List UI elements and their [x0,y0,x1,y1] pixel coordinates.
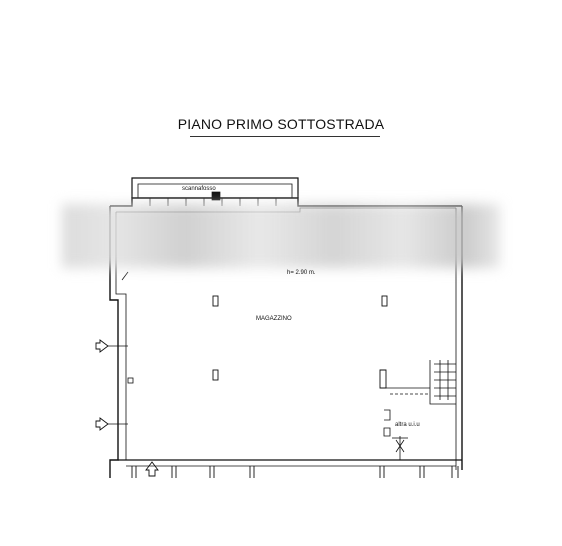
bottom-entry-arrow [145,461,159,477]
room-label: MAGAZZINO [256,316,292,322]
scannafosso-inner [137,183,293,198]
left-mark [121,271,129,281]
right-service-area [383,360,456,460]
plan-title: PIANO PRIMO SOTTOSTRADA [177,116,385,132]
scannafosso-strip [131,177,299,198]
left-wall [109,206,119,478]
left-entry-arrow-top [95,339,109,353]
pillars [212,295,388,389]
left-small-square [127,377,134,384]
bottom-stubs [131,466,459,478]
title-underline [190,136,380,137]
left-entry-arrow-bottom [95,417,109,431]
other-unit-label: altra u.i.u [395,422,420,428]
stair-label: scannafosso [182,186,216,192]
height-label: h= 2.90 m. [287,270,316,276]
redacted-area [62,204,500,268]
